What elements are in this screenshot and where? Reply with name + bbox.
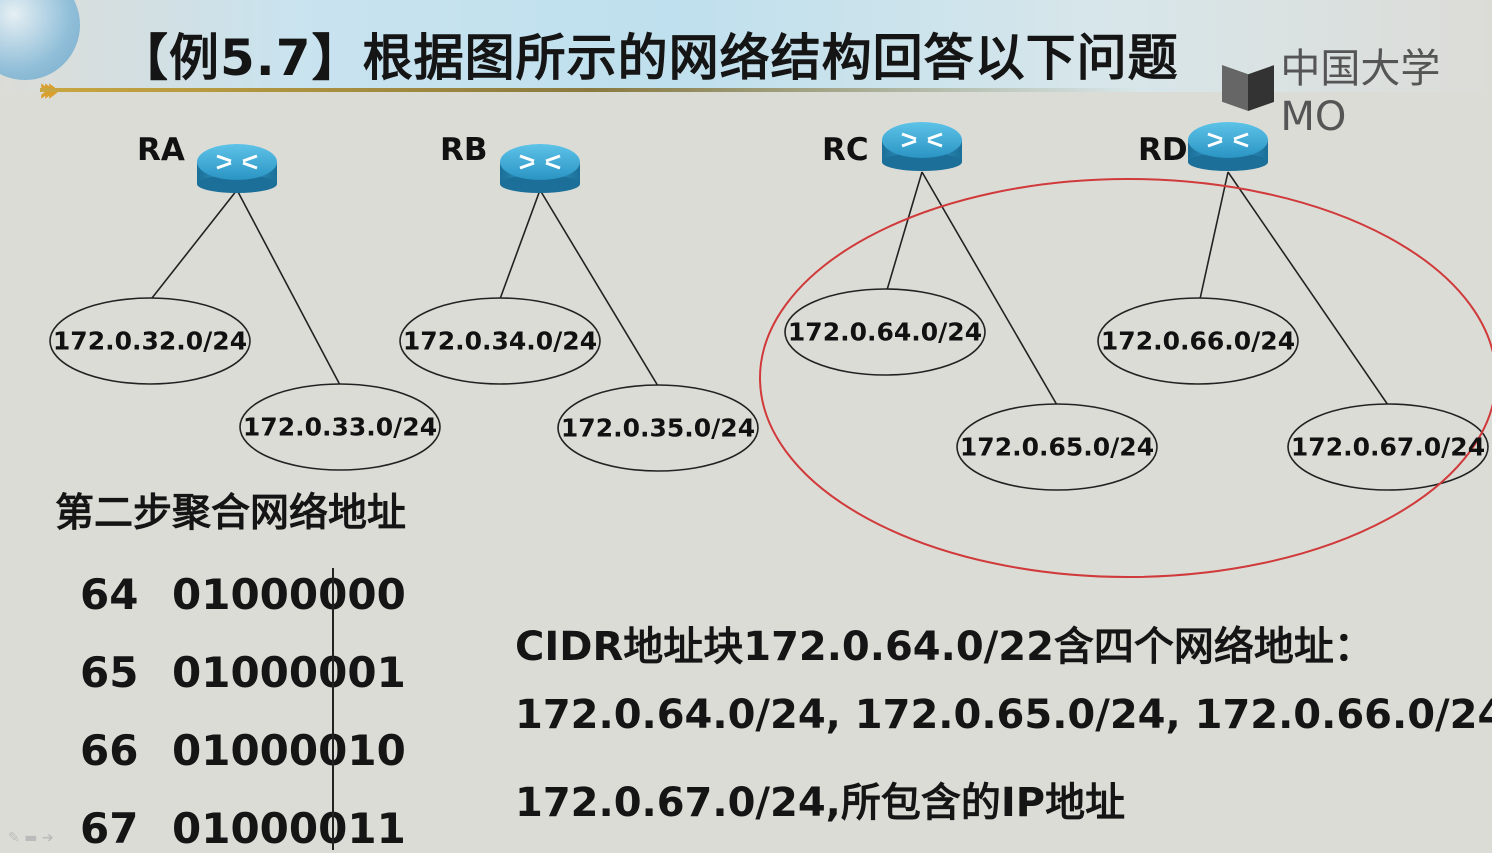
decimal-value: 66 — [80, 726, 139, 775]
network-ellipse — [239, 383, 441, 471]
cidr-line: CIDR地址块172.0.64.0/22含四个网络地址： — [515, 624, 1374, 670]
router-icon — [882, 122, 962, 171]
binary-row: 64 01000000 — [80, 570, 406, 619]
decimal-value: 64 — [80, 570, 139, 619]
router-icon — [197, 144, 277, 193]
mooc-logo: 中国大学MO — [1222, 36, 1492, 140]
router-label-rb: RB — [440, 132, 488, 168]
network-ellipse — [399, 297, 601, 385]
routers — [197, 122, 1268, 193]
network-label: 172.0.32.0/24 — [52, 326, 248, 356]
header-divider — [40, 88, 1140, 92]
network-label: 172.0.33.0/24 — [242, 412, 438, 442]
network-ellipse — [557, 384, 759, 472]
network-label: 172.0.34.0/24 — [402, 326, 598, 356]
binary-value: 01000010 — [172, 726, 406, 775]
link — [1199, 171, 1229, 300]
binary-row: 66 01000010 — [80, 726, 406, 775]
link — [539, 189, 659, 387]
cidr-line: 172.0.67.0/24,所包含的IP地址 — [515, 780, 1126, 826]
prefix-divider — [332, 568, 334, 850]
menu-icon[interactable]: ▬ — [24, 830, 38, 846]
next-arrow-icon[interactable]: ➔ — [41, 830, 54, 846]
link — [886, 171, 923, 291]
aggregation-highlight — [759, 178, 1492, 578]
network-ellipse — [784, 288, 986, 376]
router-icon — [500, 144, 580, 193]
network-label: 172.0.35.0/24 — [560, 413, 756, 443]
binary-row: 65 01000001 — [80, 648, 406, 697]
link — [151, 189, 238, 299]
network-ellipse — [956, 403, 1158, 491]
network-label: 172.0.64.0/24 — [787, 317, 983, 347]
link — [499, 189, 541, 300]
link — [1227, 171, 1389, 406]
router-label-rc: RC — [822, 132, 869, 168]
network-label: 172.0.66.0/24 — [1100, 326, 1296, 356]
binary-value: 01000011 — [172, 804, 406, 853]
link — [236, 189, 341, 386]
binary-value: 01000001 — [172, 648, 406, 697]
slide-toolbar[interactable]: ✎ ▬ ➔ — [8, 830, 54, 846]
network-ellipse — [1287, 403, 1489, 491]
step-title: 第二步聚合网络地址 — [55, 491, 407, 536]
network-ellipse — [1097, 297, 1299, 385]
binary-row: 67 01000011 — [80, 804, 406, 853]
logo-text: 中国大学MO — [1280, 46, 1441, 140]
router-label-rd: RD — [1138, 132, 1188, 168]
router-label-ra: RA — [137, 132, 185, 168]
router-icon — [1188, 122, 1268, 171]
links — [151, 171, 1389, 406]
decimal-value: 65 — [80, 648, 139, 697]
cidr-line: 172.0.64.0/24, 172.0.65.0/24, 172.0.66.0… — [515, 692, 1492, 738]
link — [921, 171, 1058, 406]
slide-title: 【例5.7】根据图所示的网络结构回答以下问题 — [118, 29, 1179, 87]
network-label: 172.0.67.0/24 — [1290, 432, 1486, 462]
decimal-value: 67 — [80, 804, 139, 853]
network-label: 172.0.65.0/24 — [959, 432, 1155, 462]
network-ellipse — [49, 297, 251, 385]
pen-icon[interactable]: ✎ — [8, 830, 20, 846]
binary-value: 01000000 — [172, 570, 406, 619]
